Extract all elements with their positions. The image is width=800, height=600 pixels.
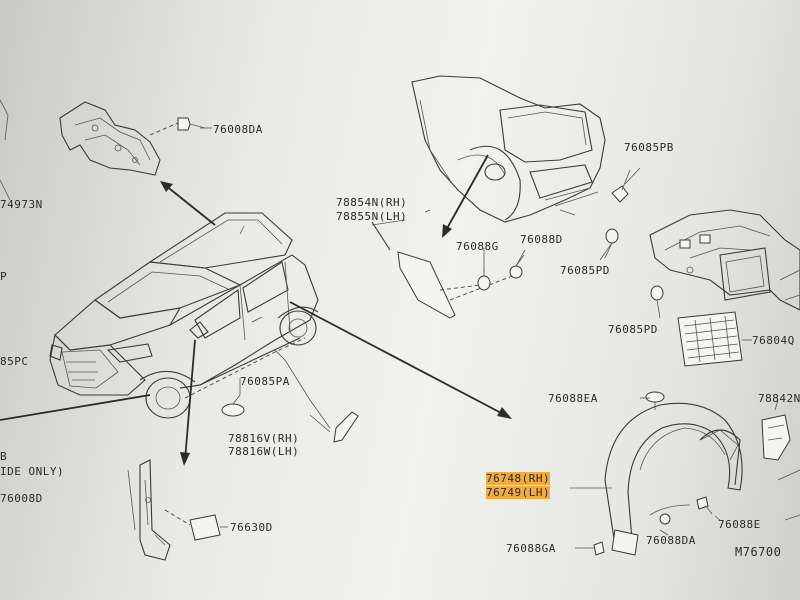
part-label-78854N: 78854N(RH) [336,196,408,209]
part-label-85PC: 85PC [0,355,29,368]
part-label-78816W: 78816W(LH) [228,445,300,458]
callout-arrows [0,154,512,466]
part-label-76088D: 76088D [520,233,563,246]
car-body-drawing [49,212,319,419]
sill-molding-drawing [309,411,359,443]
side-only-note: IDE ONLY) [0,465,65,478]
part-label-76804Q: 76804Q [752,334,795,347]
part-label-76085PB: 76085PB [624,141,674,154]
part-label-74973N: 74973N [0,198,43,211]
part-label-fragment-p: P [0,270,8,283]
part-label-78855N: 78855N(LH) [336,210,408,223]
part-label-76749-highlighted: 76749(LH) [486,486,551,499]
part-label-fragment-b: B [0,450,8,463]
part-label-78842N: 78842N [758,392,800,405]
part-label-76088DA: 76088DA [646,534,696,547]
part-label-76085PA: 76085PA [240,375,290,388]
part-label-76085PD-a: 76085PD [560,264,610,277]
rear-view-drawing [411,75,606,223]
inner-quarter-panel-drawing [649,209,800,367]
part-label-76088EA: 76088EA [548,392,598,405]
part-label-78816V: 78816V(RH) [228,432,300,445]
part-label-76088GA: 76088GA [506,542,556,555]
mudflap-drawing [761,399,800,521]
part-label-76748-highlighted: 76748(RH) [486,472,551,485]
part-label-76088G: 76088G [456,240,499,253]
left-edge-fragment [0,99,11,201]
lower-pillar-drawing [127,459,228,561]
leader-lines [200,127,752,549]
part-label-76085PD-b: 76085PD [608,323,658,336]
part-label-76008D: 76008D [0,492,43,505]
part-label-76088E: 76088E [718,518,761,531]
diagram-code: M76700 [735,545,782,559]
pillar-subassembly-drawing [59,101,206,176]
garnish-panel-drawing [371,221,516,319]
part-label-76630D: 76630D [230,521,273,534]
part-label-76008DA: 76008DA [213,123,263,136]
wheel-house-liner-drawing [593,402,743,556]
